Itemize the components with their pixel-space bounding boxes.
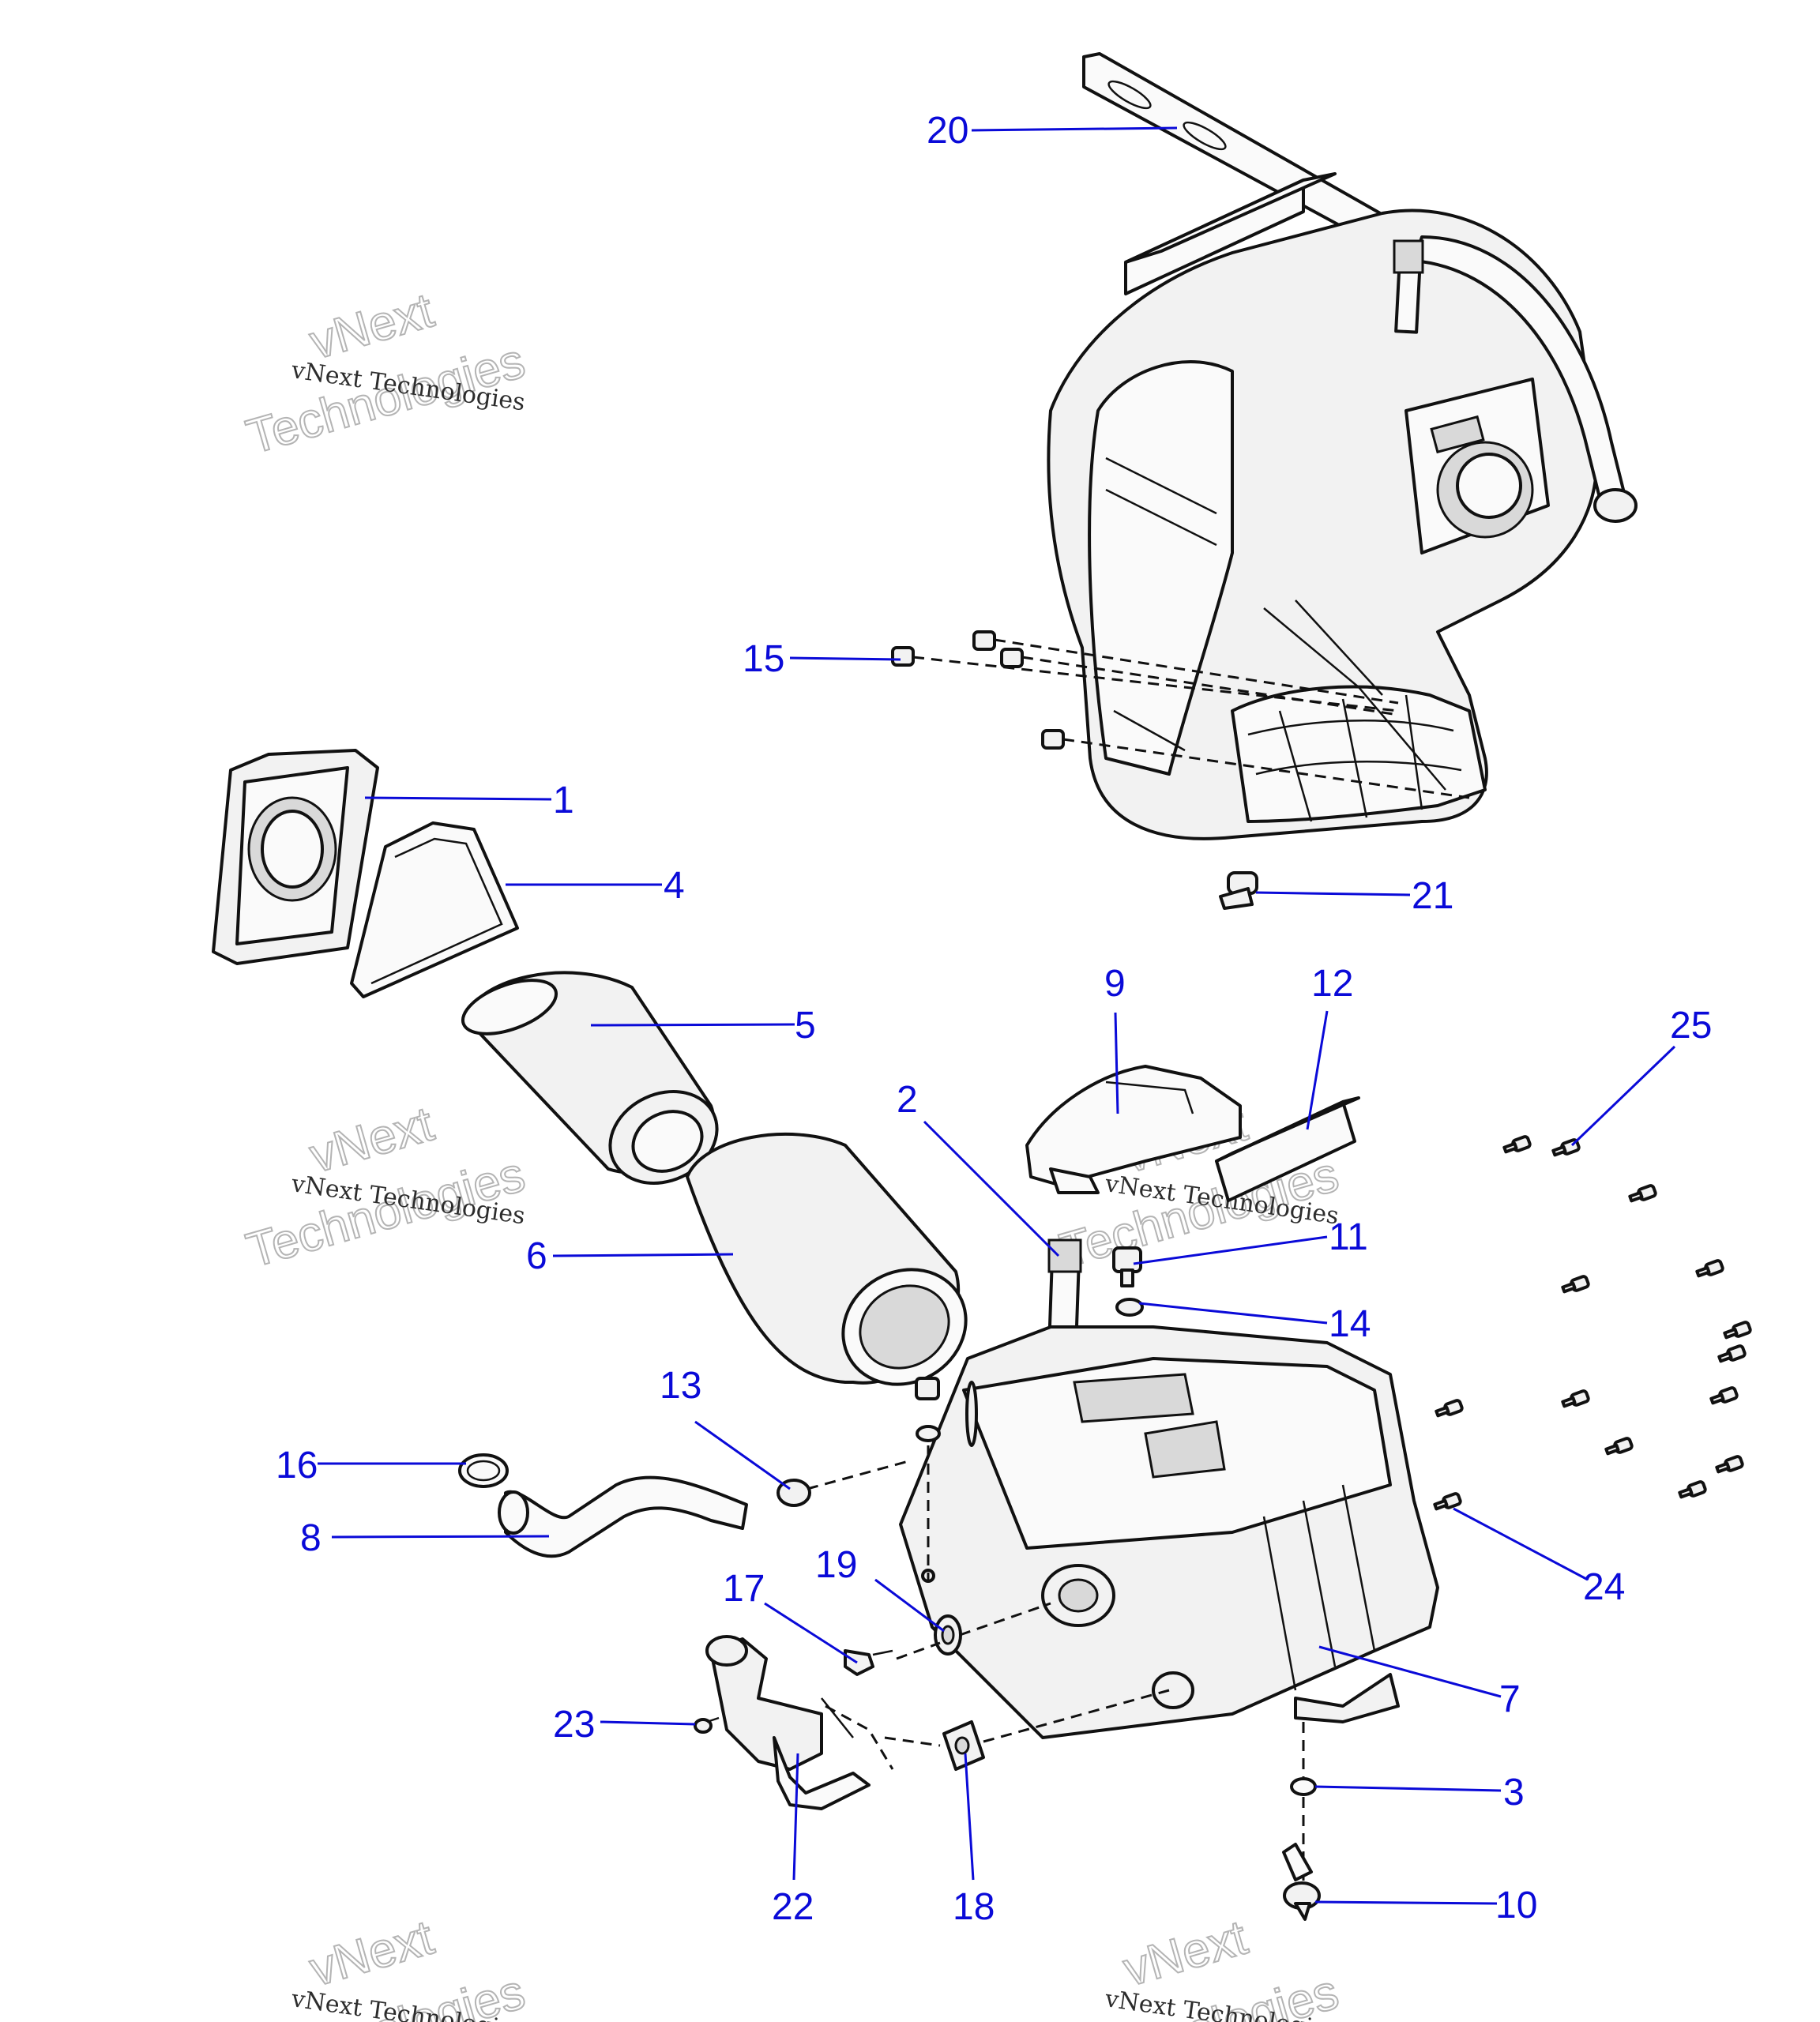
callout-14: 14 — [1329, 1303, 1371, 1345]
part-24-25-screws — [1433, 1135, 1752, 1511]
callout-5: 5 — [795, 1005, 816, 1047]
screw — [1628, 1184, 1657, 1203]
watermark-bottom-right: vNext Technologies vNext Technologies — [1054, 1909, 1345, 2022]
callout-11: 11 — [1329, 1216, 1368, 1258]
part-16-clamp — [458, 1453, 509, 1488]
leader-23 — [600, 1720, 696, 1726]
leader-19 — [874, 1578, 945, 1633]
leader-17 — [764, 1602, 858, 1664]
callout-9: 9 — [1104, 963, 1126, 1005]
callout-23: 23 — [553, 1704, 595, 1746]
callout-6: 6 — [526, 1235, 547, 1277]
part-21-fitting — [1219, 871, 1258, 910]
part-10-drain-valve — [1282, 1843, 1321, 1921]
screw — [1561, 1389, 1590, 1408]
part-1-inlet-frame — [212, 749, 379, 965]
leader-20 — [971, 126, 1178, 132]
callout-2: 2 — [897, 1079, 918, 1121]
callout-3: 3 — [1503, 1772, 1525, 1813]
callout-25: 25 — [1670, 1005, 1712, 1047]
part-11-bolt — [1112, 1246, 1142, 1287]
part-9-cover-plate — [1025, 1065, 1242, 1194]
callout-15: 15 — [743, 638, 784, 680]
screw — [1709, 1386, 1739, 1405]
leader-2 — [923, 1120, 1060, 1257]
leader-3 — [1314, 1785, 1502, 1792]
part-22-valve — [705, 1635, 894, 1810]
callout-16: 16 — [276, 1445, 318, 1486]
screw — [1695, 1259, 1724, 1278]
watermark-mid-left: vNext Technologies vNext Technologies — [240, 1096, 532, 1279]
leader-25 — [1570, 1045, 1676, 1147]
screw — [1678, 1480, 1707, 1499]
leader-24 — [1453, 1507, 1589, 1581]
callout-13: 13 — [660, 1365, 701, 1407]
callout-20: 20 — [927, 110, 968, 152]
screw — [1502, 1135, 1532, 1154]
leader-22 — [792, 1753, 799, 1881]
screw — [1723, 1321, 1752, 1340]
callout-10: 10 — [1495, 1885, 1537, 1926]
screw — [1561, 1275, 1590, 1294]
leader-18 — [964, 1753, 975, 1881]
watermark-big-word: vNext — [304, 283, 439, 370]
callout-1: 1 — [553, 780, 574, 821]
part-6-prefilter — [686, 1132, 968, 1386]
callout-22: 22 — [772, 1886, 814, 1928]
callout-8: 8 — [300, 1517, 322, 1559]
leader-21 — [1255, 891, 1411, 896]
part-17-fitting — [844, 1649, 893, 1676]
callout-19: 19 — [815, 1544, 857, 1586]
leader-1 — [364, 796, 552, 801]
callout-labels: 20 15 1 4 5 21 9 12 25 2 11 14 6 13 16 8… — [276, 110, 1712, 1928]
upper-airbox-assembly — [1047, 172, 1638, 840]
callout-7: 7 — [1499, 1678, 1521, 1720]
callout-21: 21 — [1412, 875, 1453, 917]
leader-5 — [590, 1023, 795, 1027]
leader-15 — [789, 656, 901, 661]
screw — [1604, 1437, 1634, 1456]
part-5-air-filter — [461, 971, 719, 1185]
part-19-grommet — [896, 1602, 1051, 1660]
leader-8 — [331, 1535, 550, 1539]
callout-18: 18 — [953, 1886, 995, 1928]
watermark-bottom-left: vNext Technologies vNext Technologies — [240, 1909, 532, 2022]
part-14-washer — [1115, 1298, 1144, 1317]
callout-4: 4 — [664, 865, 685, 907]
leader-7 — [1318, 1645, 1502, 1698]
part-18-grommet — [884, 1689, 1170, 1771]
leader-11 — [1133, 1235, 1328, 1265]
leader-10 — [1314, 1900, 1498, 1905]
watermark-big-word: vNext — [1118, 1910, 1253, 1997]
part-15-bolts — [891, 630, 1470, 799]
callout-12: 12 — [1311, 963, 1353, 1005]
leader-6 — [552, 1253, 734, 1257]
watermark-top-left: vNext Technologies vNext Technologies — [240, 282, 532, 465]
leader-13 — [694, 1420, 791, 1490]
callout-17: 17 — [723, 1568, 765, 1610]
screw — [1435, 1399, 1464, 1418]
part-8-hose — [498, 1475, 748, 1558]
leader-9 — [1114, 1012, 1119, 1114]
screw — [1433, 1492, 1462, 1511]
leader-12 — [1306, 1010, 1329, 1130]
part-12-foam-block — [1215, 1096, 1360, 1202]
leader-lines — [318, 126, 1676, 1905]
part-7-lower-airbox — [899, 1325, 1439, 1739]
screw — [1717, 1344, 1747, 1363]
callout-24: 24 — [1583, 1566, 1625, 1608]
watermark-big-word: vNext — [304, 1096, 439, 1183]
part-4-seal — [350, 821, 519, 998]
watermark-big-word: vNext — [304, 1910, 439, 1997]
screw — [1715, 1455, 1744, 1474]
leader-14 — [1138, 1302, 1328, 1325]
part-23-screw — [694, 1716, 720, 1734]
